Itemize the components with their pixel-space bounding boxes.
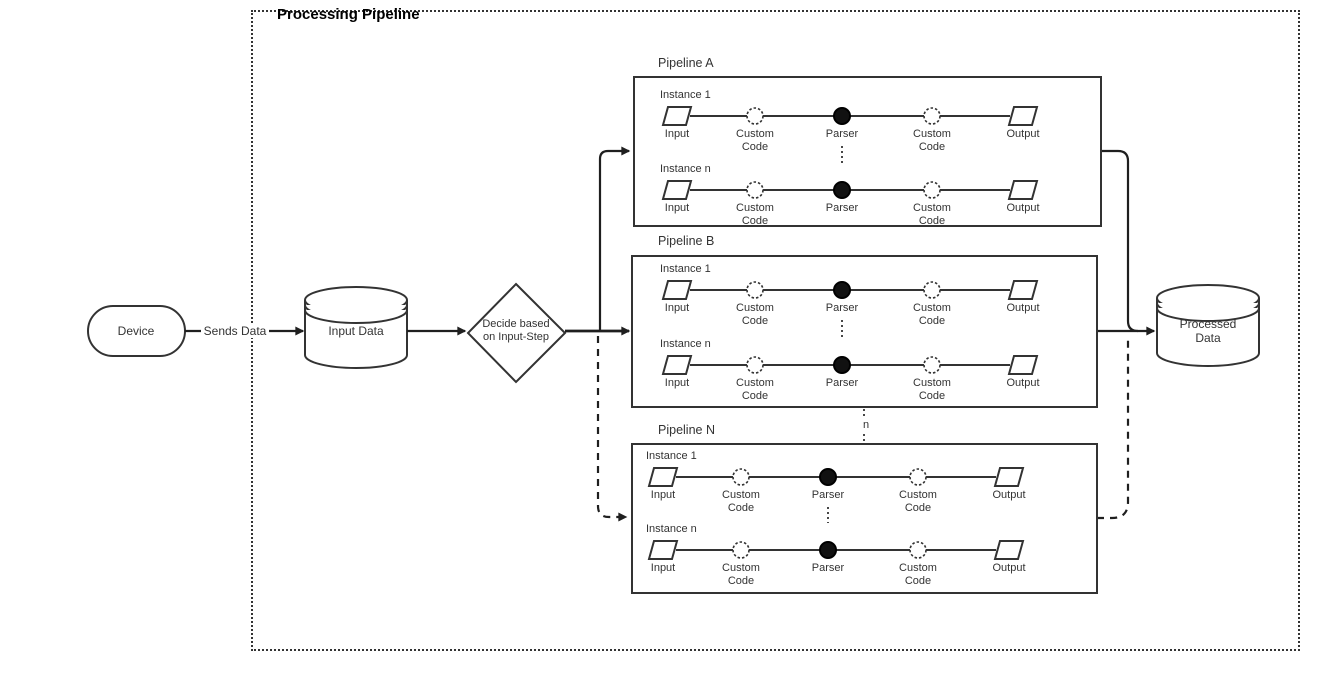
node-label: Parser [825,302,859,314]
parser-dot [819,468,837,486]
custom-code-circle [732,541,750,559]
node-label: Input [650,562,676,574]
custom-code-circle [909,541,927,559]
decision-label: Decide based on Input-Step [471,318,561,344]
input-parallelogram [661,106,693,126]
node-label: Custom Code [736,302,774,328]
input-data-label: Input Data [328,324,384,338]
flow-pipeline-n-to-processed [1097,338,1130,520]
node-label: Custom Code [722,489,760,515]
node-label: Custom Code [913,302,951,328]
node-label: Output [992,562,1026,574]
node-label: Parser [825,128,859,140]
node-label: Custom Code [913,128,951,154]
node-label: Output [1006,302,1040,314]
processed-data-label: Processed Data [1179,317,1237,346]
node-label: Custom Code [736,128,774,154]
node-label: Output [1006,128,1040,140]
sends-data-label: Sends Data [201,324,269,339]
node-label: Custom Code [913,202,951,228]
instance-label: Instance 1 [660,263,711,275]
node-label: Input [650,489,676,501]
input-parallelogram [647,467,679,487]
node-label: Custom Code [899,562,937,588]
node-label: Custom Code [736,202,774,228]
parser-dot [833,281,851,299]
node-label: Custom Code [913,377,951,403]
node-label: Input [664,377,690,389]
output-parallelogram [1007,180,1039,200]
instance-label: Instance 1 [646,450,697,462]
node-label: Input [664,128,690,140]
decision-label-line2: on Input-Step [482,331,550,344]
flow-decision-to-pipeline-n [596,336,628,522]
node-label: Parser [825,202,859,214]
node-label: Output [992,489,1026,501]
input-parallelogram [661,180,693,200]
instance-label: Instance n [646,523,697,535]
instance-label: Instance 1 [660,89,711,101]
node-label: Input [664,302,690,314]
node-label: Custom Code [899,489,937,515]
custom-code-circle [923,281,941,299]
instance-label: Instance n [660,338,711,350]
flow-pipeline-a-to-processed [1101,149,1139,333]
output-parallelogram [1007,355,1039,375]
decision-diamond [466,282,567,384]
output-parallelogram [1007,280,1039,300]
input-parallelogram [661,355,693,375]
device-label: Device [117,324,155,338]
node-label: Custom Code [736,377,774,403]
input-data-cylinder [304,286,408,369]
node-label: Input [664,202,690,214]
custom-code-circle [923,181,941,199]
input-parallelogram [661,280,693,300]
custom-code-circle [746,181,764,199]
processed-data-cylinder [1156,284,1260,367]
parser-dot [833,107,851,125]
pipeline-title: Pipeline B [658,234,715,248]
decision-label-line1: Decide based [482,318,550,330]
node-label: Parser [811,489,845,501]
custom-code-circle [923,356,941,374]
node-label: Custom Code [722,562,760,588]
pipeline-box [633,76,1102,227]
diagram-title: Processing Pipeline [277,6,420,23]
custom-code-circle [746,356,764,374]
output-parallelogram [1007,106,1039,126]
custom-code-circle [746,281,764,299]
node-label: Output [1006,377,1040,389]
pipelines-gap-n-label: n [857,419,875,433]
instance-label: Instance n [660,163,711,175]
pipeline-title: Pipeline N [658,423,715,437]
output-parallelogram [993,467,1025,487]
node-label: Parser [825,377,859,389]
input-parallelogram [647,540,679,560]
flow-decision-to-pipeline-a [598,146,631,331]
custom-code-circle [909,468,927,486]
output-parallelogram [993,540,1025,560]
custom-code-circle [746,107,764,125]
node-label: Output [1006,202,1040,214]
parser-dot [819,541,837,559]
parser-dot [833,181,851,199]
parser-dot [833,356,851,374]
custom-code-circle [732,468,750,486]
custom-code-circle [923,107,941,125]
pipeline-title: Pipeline A [658,56,714,70]
node-label: Parser [811,562,845,574]
